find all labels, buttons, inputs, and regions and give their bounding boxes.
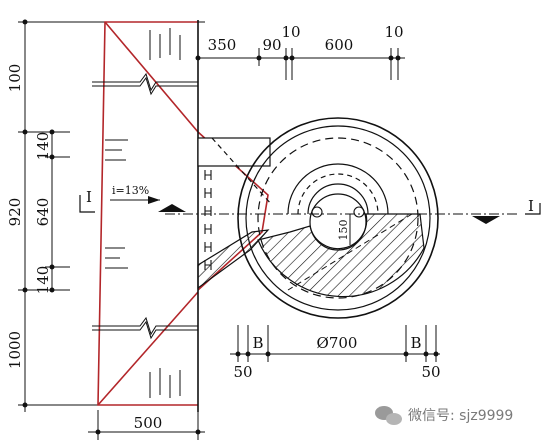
dim-label-offset-left: 50 xyxy=(233,363,252,381)
section-mark-left-label: I xyxy=(86,188,92,206)
dim-label-opening-height: 640 xyxy=(34,198,52,227)
bottom-dimension-chain xyxy=(88,410,205,440)
top-dimension-ticks xyxy=(195,55,401,61)
dim-label-wall-width: 350 xyxy=(208,36,237,54)
dim-label-offset-right: 50 xyxy=(421,363,440,381)
slope-label: i=13% xyxy=(112,184,149,197)
section-mark-right xyxy=(525,203,541,215)
dim-label-bell-right: B xyxy=(410,334,421,352)
dim-label-upper-offset: 140 xyxy=(34,132,52,161)
section-mark-right-label: I xyxy=(528,197,534,215)
slope-arrow xyxy=(110,196,160,204)
dim-label-thin-wall-right: 10 xyxy=(384,23,403,41)
step-irons xyxy=(204,152,212,270)
dim-label-lower-offset: 140 xyxy=(34,266,52,295)
left-dimension-ticks xyxy=(22,19,55,408)
dim-label-inner-diameter: 600 xyxy=(325,36,354,54)
watermark-text: 微信号: sjz9999 xyxy=(408,408,513,424)
bottom-tick-left xyxy=(95,429,101,435)
dim-label-pipe-diameter: Ø700 xyxy=(317,334,358,352)
dim-label-thin-wall-left: 10 xyxy=(281,23,300,41)
dim-label-bell-left: B xyxy=(252,334,263,352)
water-level-mark-right xyxy=(472,216,500,224)
dim-label-base-width: 500 xyxy=(134,414,163,432)
outlet-pipe xyxy=(197,229,270,290)
dim-label-top-height: 100 xyxy=(6,64,24,93)
channel-benching xyxy=(257,213,425,298)
watermark: 微信号: sjz9999 xyxy=(375,406,513,425)
bottom-tick-right xyxy=(195,429,201,435)
channel-flow-line xyxy=(287,213,413,291)
wechat-icon xyxy=(375,406,402,425)
pipe-dimension-ticks xyxy=(235,351,439,357)
dim-label-bottom-height: 1000 xyxy=(6,331,24,369)
wall-texture-marks xyxy=(92,28,198,398)
section-mark-left xyxy=(79,195,95,213)
water-level-mark-left xyxy=(158,204,186,212)
dim-label-middle-height: 920 xyxy=(6,198,24,227)
drop-label: 150 xyxy=(337,220,350,241)
dim-label-gap: 90 xyxy=(262,36,281,54)
